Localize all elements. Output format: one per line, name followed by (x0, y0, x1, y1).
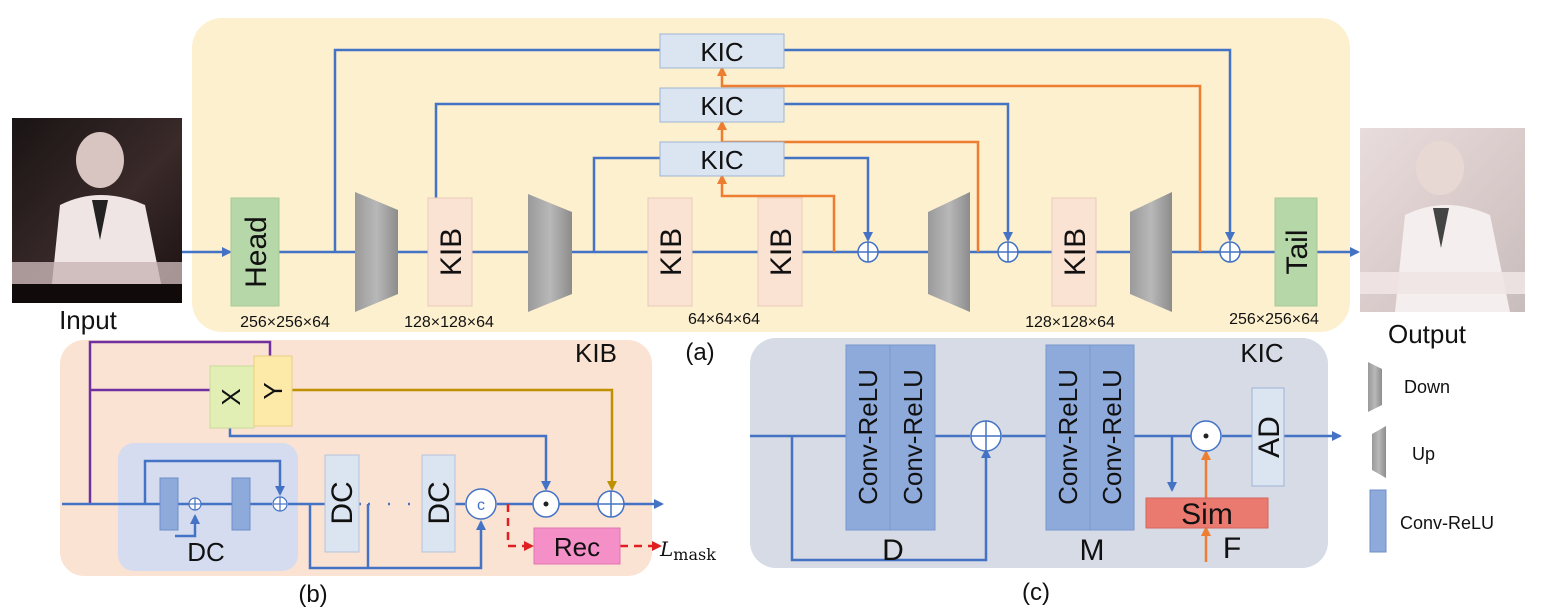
legend-conv-icon (1369, 489, 1387, 553)
svg-text:KIB: KIB (655, 228, 688, 276)
dc-inner-conv-1 (159, 477, 179, 531)
svg-text:DC: DC (423, 481, 456, 524)
dim-label-5: 256×256×64 (1229, 311, 1319, 328)
caption-b: (b) (298, 581, 327, 608)
multiply-circle-b (532, 490, 560, 518)
svg-text:Conv-ReLU: Conv-ReLU (1097, 369, 1127, 505)
sum-circle-1 (857, 241, 879, 263)
conv-relu-m-2: Conv-ReLU (1089, 344, 1135, 531)
kib-block-1: KIB (427, 197, 473, 307)
svg-text:Conv-ReLU: Conv-ReLU (898, 369, 928, 505)
legend-conv-label: Conv-ReLU (1400, 513, 1494, 533)
rec-block: Rec (533, 527, 621, 565)
svg-text:AD: AD (1253, 416, 1286, 458)
svg-text:Y: Y (258, 382, 288, 399)
head-block (230, 197, 280, 307)
legend-down-label: Down (1404, 377, 1450, 397)
dim-label-3: 64×64×64 (688, 311, 760, 328)
conv-relu-d-2: Conv-ReLU (889, 344, 936, 531)
sum-circle-3 (1219, 241, 1241, 263)
sum-circle-2 (997, 241, 1019, 263)
kib-block-2: KIB (647, 197, 693, 307)
ad-block: AD (1251, 387, 1286, 487)
f-label: F (1223, 532, 1241, 565)
dc-inner-conv-2 (231, 477, 251, 531)
downsample-trapezoid-2 (528, 194, 572, 312)
svg-text:KIC: KIC (700, 91, 743, 121)
panel-c-background (750, 338, 1328, 568)
downsample-trapezoid-1 (355, 192, 398, 312)
legend-up-label: Up (1412, 444, 1435, 464)
dc-block-2: DC (421, 454, 456, 553)
sim-block: Sim (1145, 497, 1269, 531)
m-label: M (1080, 534, 1105, 567)
kic-block-1: KIC (659, 33, 785, 69)
svg-text:KIC: KIC (700, 37, 743, 67)
svg-text:Conv-ReLU: Conv-ReLU (853, 369, 883, 505)
kic-block-2: KIC (659, 87, 785, 123)
caption-a: (a) (685, 339, 714, 366)
loss-mask-label: Lmask (659, 537, 716, 564)
tail-label: Tail (1281, 229, 1314, 274)
upsample-trapezoid-1 (928, 192, 970, 312)
svg-text:Rec: Rec (554, 532, 600, 562)
upsample-trapezoid-2 (1130, 192, 1172, 312)
kib-block-4: KIB (1051, 197, 1097, 307)
input-photo (12, 118, 182, 303)
y-block: Y (253, 355, 293, 427)
legend-down-icon (1368, 362, 1382, 412)
conv-relu-d-1: Conv-ReLU (845, 344, 891, 531)
dc-block-detail (118, 443, 298, 571)
conv-relu-m-1: Conv-ReLU (1045, 344, 1091, 531)
sum-circle-c (970, 420, 1002, 452)
svg-text:Sim: Sim (1181, 498, 1233, 531)
svg-text:KIB: KIB (1059, 228, 1092, 276)
kib-block-3: KIB (757, 197, 803, 307)
dim-label-1: 256×256×64 (240, 314, 330, 331)
svg-text:DC: DC (326, 481, 359, 524)
kic-block-3: KIC (659, 141, 785, 177)
svg-text:KIB: KIB (765, 228, 798, 276)
caption-c: (c) (1022, 579, 1050, 606)
output-label: Output (1388, 319, 1467, 349)
sum-circle-b (597, 490, 625, 518)
dc-inner-sum-1 (188, 497, 202, 511)
panel-b-title: KIB (575, 338, 617, 368)
svg-text:Conv-ReLU: Conv-ReLU (1053, 369, 1083, 505)
multiply-circle-c (1190, 420, 1222, 452)
output-photo (1360, 128, 1525, 312)
svg-text:KIB: KIB (435, 228, 468, 276)
concat-circle: c (465, 488, 497, 520)
input-label: Input (59, 305, 118, 335)
x-block: X (209, 365, 255, 429)
legend-up-icon (1372, 426, 1386, 478)
panel-c-title: KIC (1240, 338, 1283, 368)
d-label: D (882, 534, 904, 567)
svg-text:X: X (216, 388, 246, 405)
dc-detail-label: DC (187, 537, 225, 567)
svg-text:KIC: KIC (700, 145, 743, 175)
dc-inner-sum-2 (272, 496, 288, 512)
head-label: Head (240, 216, 273, 288)
dc-block-1: DC (324, 454, 360, 553)
dim-label-4: 128×128×64 (1025, 314, 1115, 331)
tail-block (1274, 197, 1318, 307)
svg-text:c: c (477, 497, 485, 514)
dim-label-2: 128×128×64 (404, 314, 494, 331)
